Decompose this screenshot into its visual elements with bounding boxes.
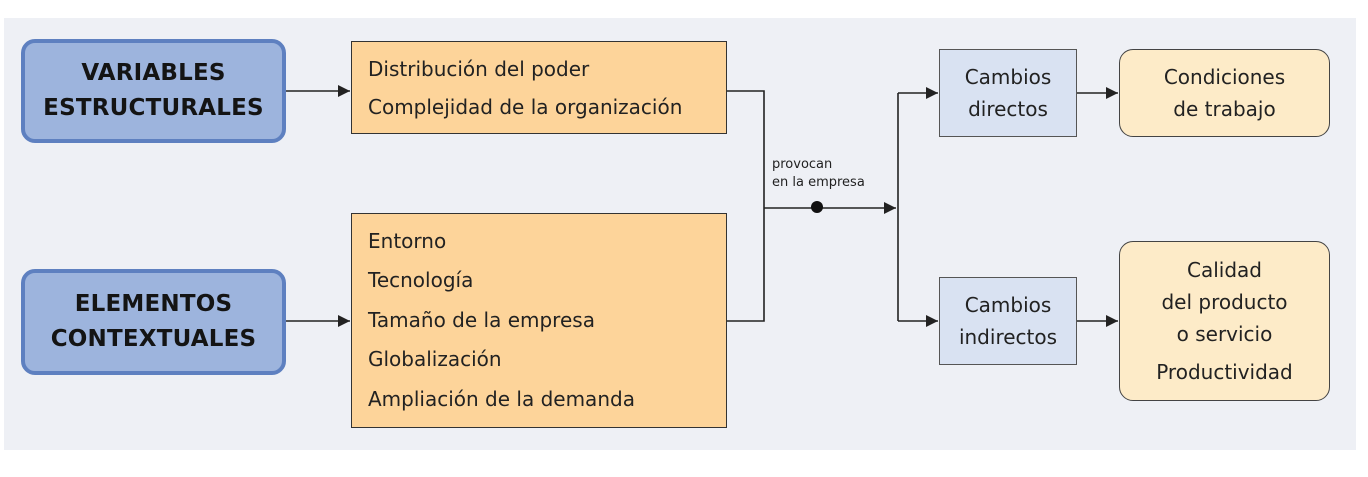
merge-line-bottom [727,208,765,322]
indirectos-line-2: indirectos [958,325,1058,349]
trabajo-line-1: Condiciones [1163,65,1286,89]
producto-line-3: o servicio [1176,322,1273,346]
variables-estructurales-box: VARIABLES ESTRUCTURALES [21,39,286,143]
calidad-productividad-box: Calidad del producto o servicio Producti… [1119,241,1330,401]
condiciones-trabajo-box: Condiciones de trabajo [1119,49,1330,137]
factor-item: Ampliación de la demanda [368,386,635,411]
factor-item: Complejidad de la organización [368,94,683,119]
factor-item: Globalización [368,347,502,372]
producto-line-2: del producto [1161,290,1288,314]
connector-label: provocan en la empresa [772,156,865,192]
directos-line-1: Cambios [964,65,1052,89]
cambios-directos-box: Cambios directos [939,49,1077,137]
elementos-line-1: ELEMENTOS [74,291,233,317]
indirectos-line-1: Cambios [964,293,1052,317]
elementos-line-2: CONTEXTUALES [50,326,257,352]
elementos-contextuales-box: ELEMENTOS CONTEXTUALES [21,269,286,375]
factor-item: Distribución del poder [368,56,590,81]
directos-line-2: directos [968,97,1048,121]
contextual-factors-box: Entorno Tecnología Tamaño de la empresa … [351,213,727,428]
cambios-indirectos-box: Cambios indirectos [939,277,1077,365]
variables-line-1: VARIABLES [81,60,226,86]
trabajo-line-2: de trabajo [1173,97,1276,121]
producto-line-4: Productividad [1156,360,1293,384]
junction-dot [811,201,823,213]
structural-factors-box: Distribución del poder Complejidad de la… [351,41,727,134]
connector-label-line-2: en la empresa [772,175,865,190]
producto-line-1: Calidad [1187,258,1262,282]
merge-line-top [727,90,765,208]
connector-label-line-1: provocan [772,157,833,172]
factor-item: Entorno [368,228,447,253]
variables-line-2: ESTRUCTURALES [43,95,264,121]
factor-item: Tecnología [368,268,474,293]
factor-item: Tamaño de la empresa [368,307,595,332]
